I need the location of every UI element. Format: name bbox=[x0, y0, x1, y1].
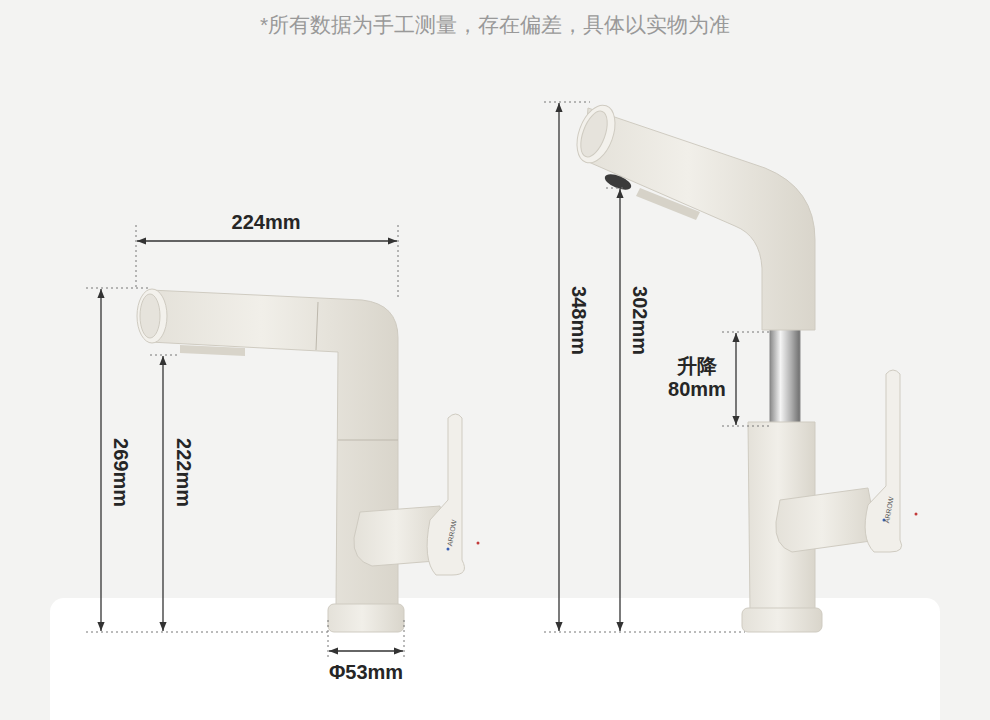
dimension-label: 升降 80mm bbox=[662, 355, 732, 401]
dimension-label: 348mm bbox=[567, 286, 590, 355]
extension-lines bbox=[86, 102, 770, 660]
dimension-label: Φ53mm bbox=[329, 661, 403, 684]
dimension-label: 224mm bbox=[232, 211, 301, 234]
dimension-lines bbox=[101, 103, 736, 651]
faucet-left bbox=[137, 289, 480, 632]
counter bbox=[50, 598, 940, 720]
dimension-label: 222mm bbox=[172, 438, 195, 507]
faucet-right bbox=[570, 100, 918, 632]
note-text: *所有数据为手工测量，存在偏差，具体以实物为准 bbox=[260, 13, 730, 37]
dimension-label: 302mm bbox=[628, 286, 651, 355]
dimension-label: 269mm bbox=[109, 438, 132, 507]
